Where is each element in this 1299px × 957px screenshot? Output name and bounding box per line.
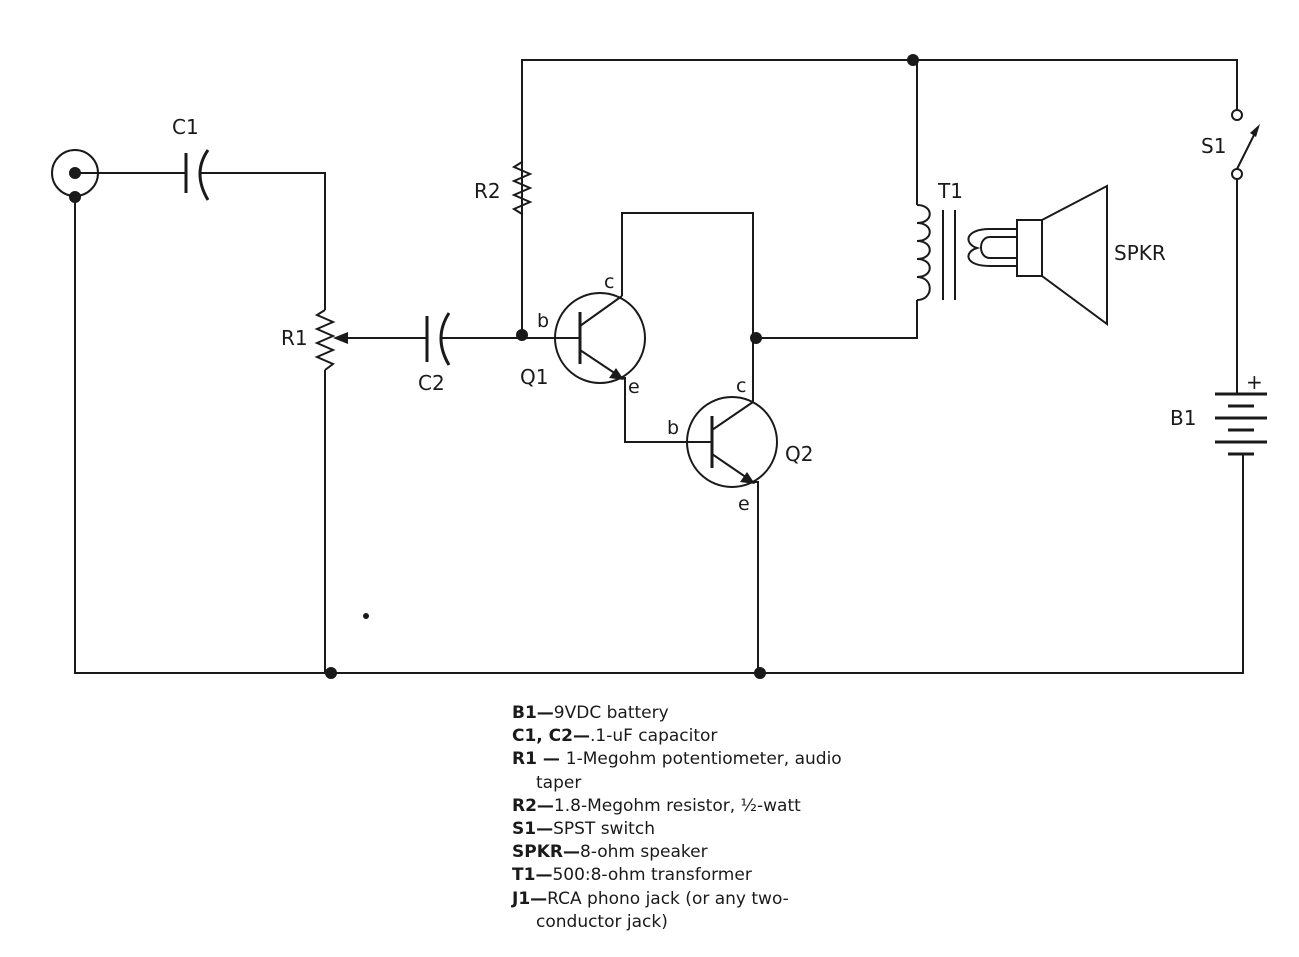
part-description: 9VDC battery — [553, 703, 669, 723]
parts-list-item: R2—1.8-Megohm resistor, ½-watt — [512, 795, 852, 818]
wires — [74, 59, 1244, 674]
c1-label: C1 — [172, 115, 199, 139]
part-description: 8-ohm speaker — [579, 842, 708, 863]
r1-label: R1 — [281, 326, 308, 350]
part-ref: SPKR — [512, 842, 563, 863]
circuit-schematic: C1 R1 C2 R2 b c e Q1 b c e Q2 — [51, 54, 1267, 679]
part-description: 500:8-ohm transformer — [552, 865, 752, 886]
switch-s1: S1 — [1201, 109, 1260, 180]
t1-label: T1 — [937, 179, 963, 203]
parts-list-item: SPKR—8-ohm speaker — [512, 841, 852, 864]
part-separator: — — [562, 842, 580, 863]
part-separator: — — [536, 795, 554, 816]
transistor-q1: b c e Q1 — [520, 271, 646, 398]
battery-b1: B1 + — [1170, 370, 1267, 456]
part-separator: — — [536, 819, 554, 840]
phono-jack-j1 — [51, 149, 99, 203]
part-ref: S1 — [512, 819, 537, 840]
transistor-q2: b c e Q2 — [667, 375, 813, 515]
part-description: 1.8-Megohm resistor, ½-watt — [553, 795, 801, 816]
speaker: SPKR — [1016, 184, 1166, 326]
q1-base-label: b — [537, 310, 549, 332]
capacitor-c1: C1 — [172, 115, 210, 201]
q1-label: Q1 — [520, 365, 548, 389]
parts-list-item: R1 — 1-Megohm potentiometer, audio taper — [512, 748, 852, 794]
parts-list-item: B1—9VDC battery — [512, 702, 852, 725]
part-separator: — — [536, 703, 554, 723]
q1-collector-label: c — [604, 271, 614, 293]
part-ref: R1 — [512, 749, 537, 770]
parts-list-item: C1, C2—.1-uF capacitor — [512, 725, 852, 748]
parts-list-item: S1—SPST switch — [512, 818, 852, 841]
part-ref: R2 — [512, 795, 537, 816]
parts-list-item: J1—RCA phono jack (or any two-conductor … — [512, 888, 852, 934]
q1-emitter-label: e — [628, 376, 640, 398]
part-description: SPST switch — [553, 819, 655, 840]
b1-plus-label: + — [1246, 370, 1263, 394]
r2-label: R2 — [474, 179, 501, 203]
junction-dots — [325, 54, 919, 679]
part-ref: C1, C2 — [512, 726, 573, 747]
part-ref: B1 — [512, 703, 537, 723]
parts-list-item: T1—500:8-ohm transformer — [512, 864, 852, 887]
part-description: RCA phono jack (or any two-conductor jac… — [536, 888, 789, 932]
transformer-t1: T1 — [916, 179, 1017, 301]
part-separator: — — [573, 726, 590, 747]
q2-emitter-label: e — [738, 493, 750, 515]
s1-label: S1 — [1201, 134, 1226, 158]
part-separator: — — [530, 888, 548, 909]
part-separator: — — [536, 749, 566, 770]
part-separator: — — [535, 865, 553, 886]
resistor-r2: R2 — [474, 161, 533, 215]
part-ref: T1 — [512, 865, 536, 886]
part-ref: J1 — [512, 888, 531, 909]
part-description: 1-Megohm potentiometer, audio taper — [536, 749, 842, 793]
capacitor-c2: C2 — [418, 312, 451, 395]
q2-base-label: b — [667, 417, 679, 439]
q2-label: Q2 — [785, 442, 813, 466]
q2-collector-label: c — [736, 375, 746, 397]
spkr-label: SPKR — [1114, 241, 1166, 265]
part-description: .1-uF capacitor — [590, 726, 718, 747]
c2-label: C2 — [418, 371, 445, 395]
potentiometer-r1: R1 — [281, 309, 348, 371]
b1-label: B1 — [1170, 406, 1196, 430]
